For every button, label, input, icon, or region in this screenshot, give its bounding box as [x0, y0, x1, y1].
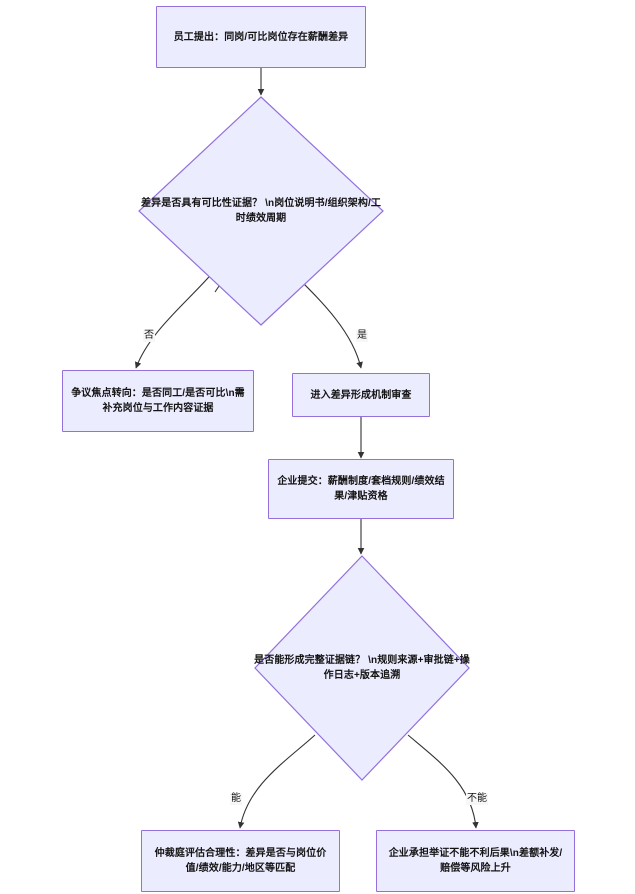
node-label: 企业承担举证不能不利后果\n差额补发/赔偿等风险上升: [388, 848, 563, 874]
node-label: 员工提出：同岗/可比岗位存在薪酬差异: [173, 31, 349, 43]
edge-label-cannot: 不能: [466, 793, 488, 805]
edge-label-can: 能: [230, 793, 242, 805]
node-label: 进入差异形成机制审查: [310, 389, 412, 401]
diamond-shape: [254, 555, 470, 781]
node-dispute-refocus[interactable]: 争议焦点转向：是否同工/是否可比\n需补充岗位与工作内容证据: [62, 370, 254, 432]
edge-label-no: 否: [143, 330, 155, 342]
edge-label-yes: 是: [356, 330, 368, 342]
node-mechanism-review[interactable]: 进入差异形成机制审查: [292, 373, 430, 417]
node-label: 差异是否具有可比性证据？ \n岗位说明书/组织架构/工时绩效周期: [141, 198, 381, 224]
node-employer-submission[interactable]: 企业提交：薪酬制度/套档规则/绩效结果/津贴资格: [268, 459, 454, 519]
node-label: 仲裁庭评估合理性：差异是否与岗位价值/绩效/能力/地区等匹配: [154, 848, 327, 874]
node-label: 是否能形成完整证据链？ \n规则来源+审批链+操作日志+版本追溯: [254, 655, 470, 681]
node-label: 企业提交：薪酬制度/套档规则/绩效结果/津贴资格: [277, 476, 445, 502]
diamond-shape: [138, 96, 384, 326]
node-decision-comparability[interactable]: 差异是否具有可比性证据？ \n岗位说明书/组织架构/工时绩效周期: [138, 96, 384, 326]
node-employee-claim[interactable]: 员工提出：同岗/可比岗位存在薪酬差异: [156, 6, 366, 68]
node-employer-liability[interactable]: 企业承担举证不能不利后果\n差额补发/赔偿等风险上升: [376, 830, 575, 892]
node-decision-evidence-chain[interactable]: 是否能形成完整证据链？ \n规则来源+审批链+操作日志+版本追溯: [254, 555, 470, 781]
node-label: 争议焦点转向：是否同工/是否可比\n需补充岗位与工作内容证据: [71, 388, 245, 414]
node-tribunal-assessment[interactable]: 仲裁庭评估合理性：差异是否与岗位价值/绩效/能力/地区等匹配: [141, 830, 340, 892]
